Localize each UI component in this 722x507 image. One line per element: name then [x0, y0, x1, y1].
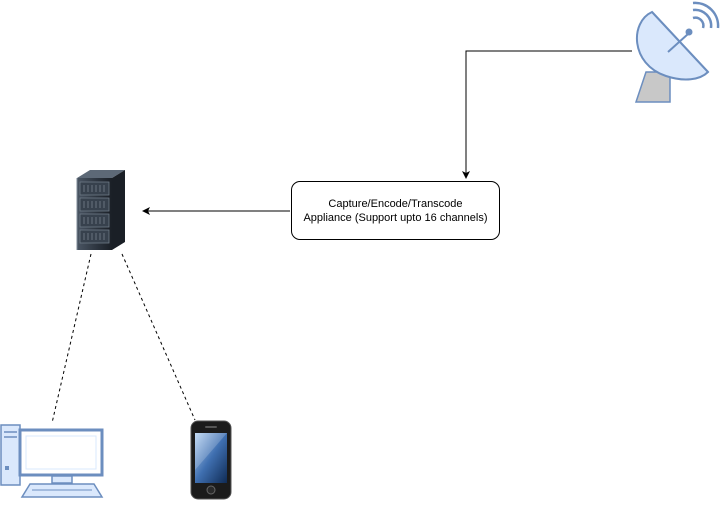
server-rack-icon — [76, 170, 125, 250]
satellite-to-appliance-connector — [462, 50, 632, 179]
server-to-desktop-connector — [51, 253, 92, 424]
smartphone-icon — [190, 420, 232, 500]
appliance-label-line-2: Appliance (Support upto 16 channels) — [303, 211, 488, 224]
server-to-phone-connector — [121, 253, 196, 421]
capture-encode-transcode-appliance: Capture/Encode/Transcode Appliance (Supp… — [291, 181, 500, 240]
desktop-computer-icon — [0, 424, 104, 498]
appliance-label-line-1: Capture/Encode/Transcode — [328, 197, 463, 210]
satellite-dish-icon — [634, 1, 720, 103]
